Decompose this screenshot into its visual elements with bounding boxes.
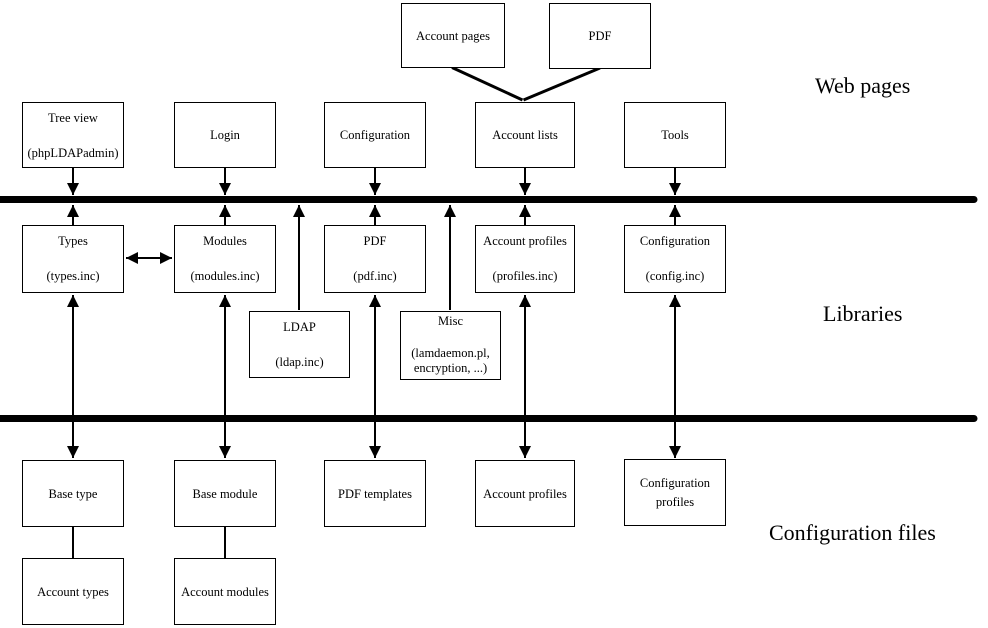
bus-lines bbox=[0, 196, 978, 422]
node-sublabel: (profiles.inc) bbox=[492, 269, 558, 283]
node-label: Configuration bbox=[639, 476, 711, 490]
node-label: Account profiles bbox=[483, 234, 567, 248]
node-label: Account lists bbox=[492, 128, 558, 142]
node-misc-lib: Misc (lamdaemon.pl, encryption, ...) bbox=[400, 311, 501, 380]
node-modules-lib: Modules (modules.inc) bbox=[174, 225, 276, 293]
node-sublabel: profiles bbox=[655, 495, 695, 509]
node-configuration-page: Configuration bbox=[324, 102, 426, 168]
node-configuration-profiles: Configuration profiles bbox=[624, 459, 726, 526]
node-label: Misc bbox=[438, 314, 463, 328]
node-configuration-lib: Configuration (config.inc) bbox=[624, 225, 726, 293]
node-label: Account modules bbox=[181, 584, 269, 599]
node-label: Types bbox=[58, 234, 88, 248]
node-account-profiles-file: Account profiles bbox=[475, 460, 575, 527]
node-pdf-page: PDF bbox=[549, 3, 651, 69]
node-types-lib: Types (types.inc) bbox=[22, 225, 124, 293]
node-label: Base type bbox=[48, 486, 98, 501]
top-diagonal-lines bbox=[451, 66, 601, 102]
node-sublabel: (ldap.inc) bbox=[275, 355, 324, 369]
file-plain-lines bbox=[72, 527, 226, 559]
section-label-configuration-files: Configuration files bbox=[769, 520, 936, 545]
node-base-module: Base module bbox=[174, 460, 276, 527]
node-tree-view: Tree view (phpLDAPadmin) bbox=[22, 102, 124, 168]
node-account-pages: Account pages bbox=[401, 3, 505, 68]
node-label: Login bbox=[210, 128, 240, 142]
node-label: PDF bbox=[363, 234, 387, 248]
node-login: Login bbox=[174, 102, 276, 168]
section-label-libraries: Libraries bbox=[823, 301, 903, 326]
node-sublabel: (modules.inc) bbox=[190, 269, 260, 283]
node-label: Tools bbox=[661, 128, 689, 142]
node-base-type: Base type bbox=[22, 460, 124, 527]
node-tools: Tools bbox=[624, 102, 726, 168]
node-label: Configuration bbox=[639, 234, 711, 248]
node-label: Account profiles bbox=[483, 486, 567, 501]
lib-to-bus-arrows bbox=[67, 205, 681, 310]
node-label: Modules bbox=[203, 234, 247, 248]
node-ldap-lib: LDAP (ldap.inc) bbox=[249, 311, 350, 378]
node-pdf-lib: PDF (pdf.inc) bbox=[324, 225, 426, 293]
node-label: Configuration bbox=[339, 128, 411, 142]
node-pdf-templates: PDF templates bbox=[324, 460, 426, 527]
node-label: Account types bbox=[37, 584, 109, 599]
web-to-bus-arrows bbox=[67, 168, 681, 195]
node-label: LDAP bbox=[283, 320, 316, 334]
node-label: PDF bbox=[588, 29, 612, 43]
node-account-types: Account types bbox=[22, 558, 124, 625]
node-sublabel: (config.inc) bbox=[645, 269, 705, 283]
node-sublabel: (types.inc) bbox=[46, 269, 100, 283]
node-sublabel: (phpLDAPadmin) bbox=[27, 146, 119, 160]
node-sublabel: (pdf.inc) bbox=[353, 269, 397, 283]
node-label: PDF templates bbox=[338, 486, 412, 501]
node-label: Account pages bbox=[416, 28, 490, 43]
node-sublabel: (lamdaemon.pl, bbox=[411, 346, 490, 360]
node-label: Tree view bbox=[48, 111, 98, 125]
node-account-profiles-lib: Account profiles (profiles.inc) bbox=[475, 225, 575, 293]
node-sublabel: encryption, ...) bbox=[413, 361, 488, 375]
section-label-web-pages: Web pages bbox=[815, 73, 911, 98]
node-account-lists: Account lists bbox=[475, 102, 575, 168]
libraries-files-bus bbox=[0, 415, 978, 422]
node-label: Base module bbox=[192, 486, 258, 501]
web-libraries-bus bbox=[0, 196, 978, 203]
node-account-modules: Account modules bbox=[174, 558, 276, 625]
lib-to-file-double-arrows bbox=[67, 295, 681, 458]
